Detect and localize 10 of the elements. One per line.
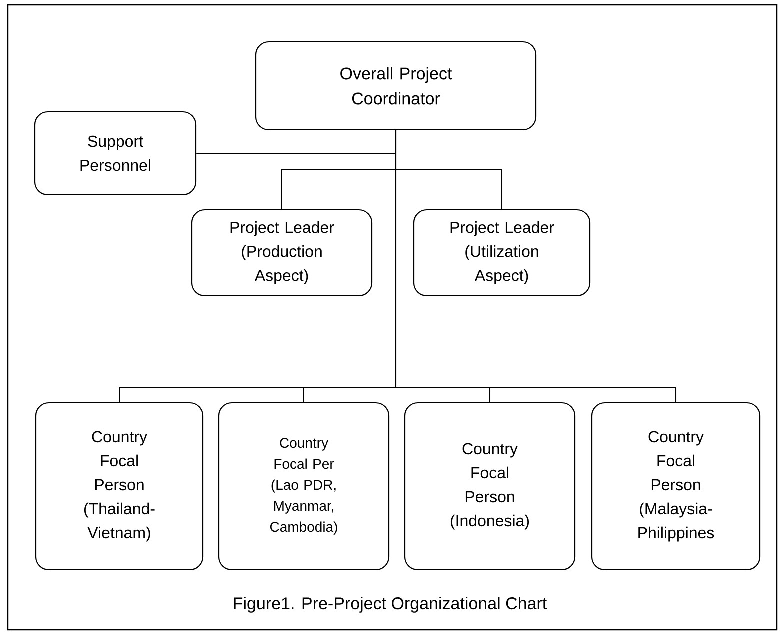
org-box: Country Focal Per (Lao PDR, Myanmar, Cambodia) [218,402,390,571]
connector-line [396,130,676,403]
caption: Figure1. Pre-Project Organizational Chart [234,597,547,613]
org-box: Overall Project Coordinator [255,41,537,131]
org-box: Project Leader (Utilization Aspect) [413,209,591,297]
org-box: Country Focal Person (Thailand-Vietnam) [35,402,204,571]
org-box: Country Focal Person (Indonesia) [404,402,576,571]
org-box: Country Focal Person (Malaysia-Philippines [591,402,761,571]
org-box: Support Personnel [34,111,197,196]
org-box: Project Leader (Production Aspect) [191,209,373,297]
